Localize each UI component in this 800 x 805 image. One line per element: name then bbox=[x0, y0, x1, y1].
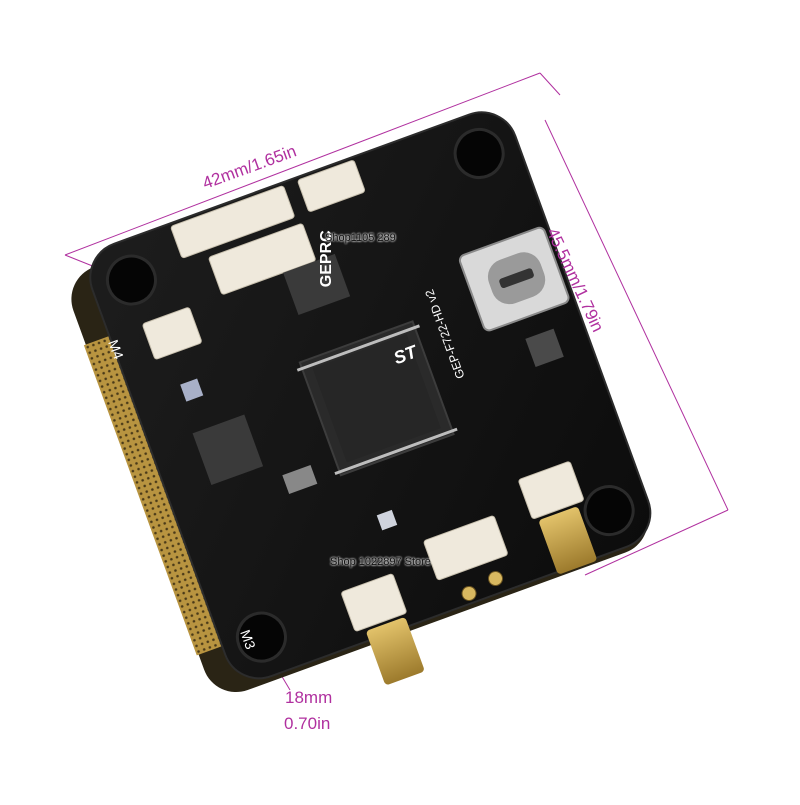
mcu-pins bbox=[296, 324, 458, 476]
thickness-in-label: 0.70in bbox=[284, 714, 331, 733]
mount-hole-top-left bbox=[105, 254, 157, 306]
connector-left bbox=[142, 307, 202, 360]
connector-bottom-left bbox=[341, 573, 407, 632]
solder-pad bbox=[461, 585, 477, 601]
gyro-chip bbox=[192, 414, 264, 486]
connector-top-left bbox=[170, 185, 295, 259]
mount-hole-bottom-left bbox=[235, 611, 287, 663]
mcu-chip: ST bbox=[298, 320, 455, 477]
width-extension-right bbox=[539, 72, 561, 96]
height-extension-bottom bbox=[584, 509, 729, 576]
led-component bbox=[376, 509, 398, 531]
connector-bottom-center bbox=[423, 515, 508, 581]
sensor bbox=[180, 378, 204, 402]
crystal bbox=[282, 464, 318, 495]
width-dimension-line bbox=[64, 72, 541, 256]
top-connectors bbox=[142, 160, 366, 360]
gold-tab-left bbox=[366, 617, 424, 685]
brand-text: GEPRC bbox=[318, 230, 335, 287]
gold-tab-right bbox=[539, 507, 597, 574]
mounting-holes bbox=[105, 127, 635, 663]
connector-bottom-right bbox=[518, 461, 584, 519]
usb-c-port bbox=[458, 226, 570, 332]
connector-top-right bbox=[297, 160, 366, 212]
connector-center bbox=[208, 223, 316, 295]
solder-pads bbox=[461, 571, 504, 601]
shop-watermark-top: Shop1105 289 bbox=[325, 232, 396, 244]
bottom-connectors bbox=[341, 461, 584, 632]
height-dimension-line bbox=[544, 119, 729, 511]
shop-watermark-bottom: Shop 1022897 Store bbox=[330, 556, 431, 568]
secondary-chip bbox=[283, 253, 351, 316]
motor-label-m4: M4 bbox=[105, 338, 127, 362]
flight-controller-board: ST GEPRC GEP-F722-HD v2 bbox=[71, 111, 652, 693]
motor-label-m3: M3 bbox=[237, 628, 259, 652]
small-components bbox=[180, 253, 564, 531]
thickness-mm-label: 18mm bbox=[285, 688, 333, 707]
solder-pad bbox=[488, 571, 504, 587]
mount-hole-bottom-right bbox=[583, 485, 635, 537]
mount-hole-top-right bbox=[453, 127, 505, 179]
button-component bbox=[525, 328, 564, 368]
gold-tabs bbox=[366, 507, 597, 685]
